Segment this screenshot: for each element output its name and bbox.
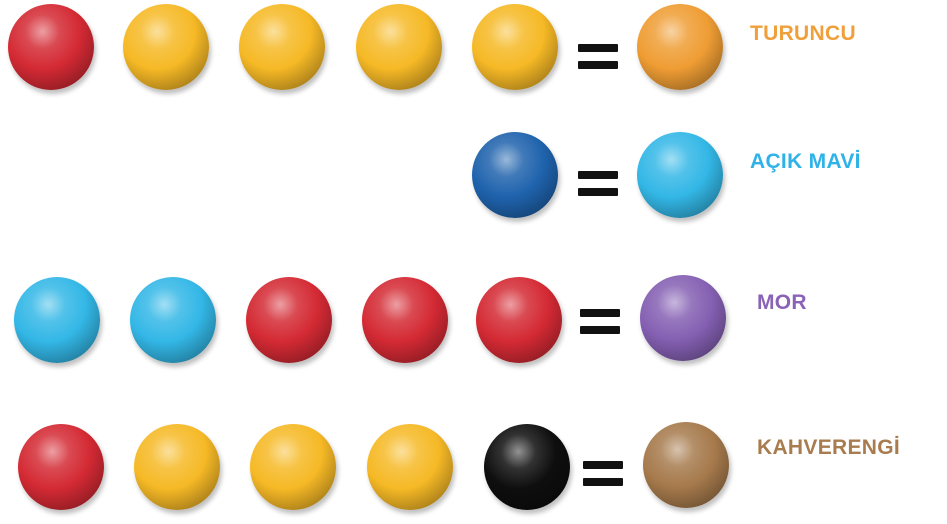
input-ball-5 [472,132,558,218]
input-ball-4 [362,277,448,363]
white-crescent-4 [358,132,444,218]
input-ball-3 [250,424,336,510]
equals-sign [580,307,620,337]
input-ball-5 [476,277,562,363]
input-ball-4 [356,4,442,90]
mix-row-purple: MOR [0,277,947,377]
mix-row-orange: TURUNCU [0,4,947,104]
input-ball-3 [239,4,325,90]
input-ball-3 [246,277,332,363]
mix-row-brown: KAHVERENGİ [0,424,947,524]
white-crescent-1 [10,132,96,218]
input-ball-5 [484,424,570,510]
crescent-shape [248,146,327,213]
result-ball [637,132,723,218]
white-crescent-2 [125,132,211,218]
mix-row-light-blue: AÇIK MAVİ [0,132,947,232]
crescent-shape [16,146,95,213]
crescent-shape [131,146,210,213]
result-ball [643,422,729,508]
crescent-shape [364,146,443,213]
input-ball-5 [472,4,558,90]
result-ball [640,275,726,361]
result-label: AÇIK MAVİ [750,150,861,174]
input-ball-2 [130,277,216,363]
input-ball-4 [367,424,453,510]
white-crescent-3 [242,132,328,218]
equals-sign [578,169,618,199]
input-ball-2 [123,4,209,90]
input-ball-1 [14,277,100,363]
equals-sign [578,42,618,72]
input-ball-2 [134,424,220,510]
equals-sign [583,459,623,489]
input-ball-1 [8,4,94,90]
input-ball-1 [18,424,104,510]
result-ball [637,4,723,90]
result-label: KAHVERENGİ [757,436,900,460]
result-label: TURUNCU [750,22,856,46]
result-label: MOR [757,291,807,315]
